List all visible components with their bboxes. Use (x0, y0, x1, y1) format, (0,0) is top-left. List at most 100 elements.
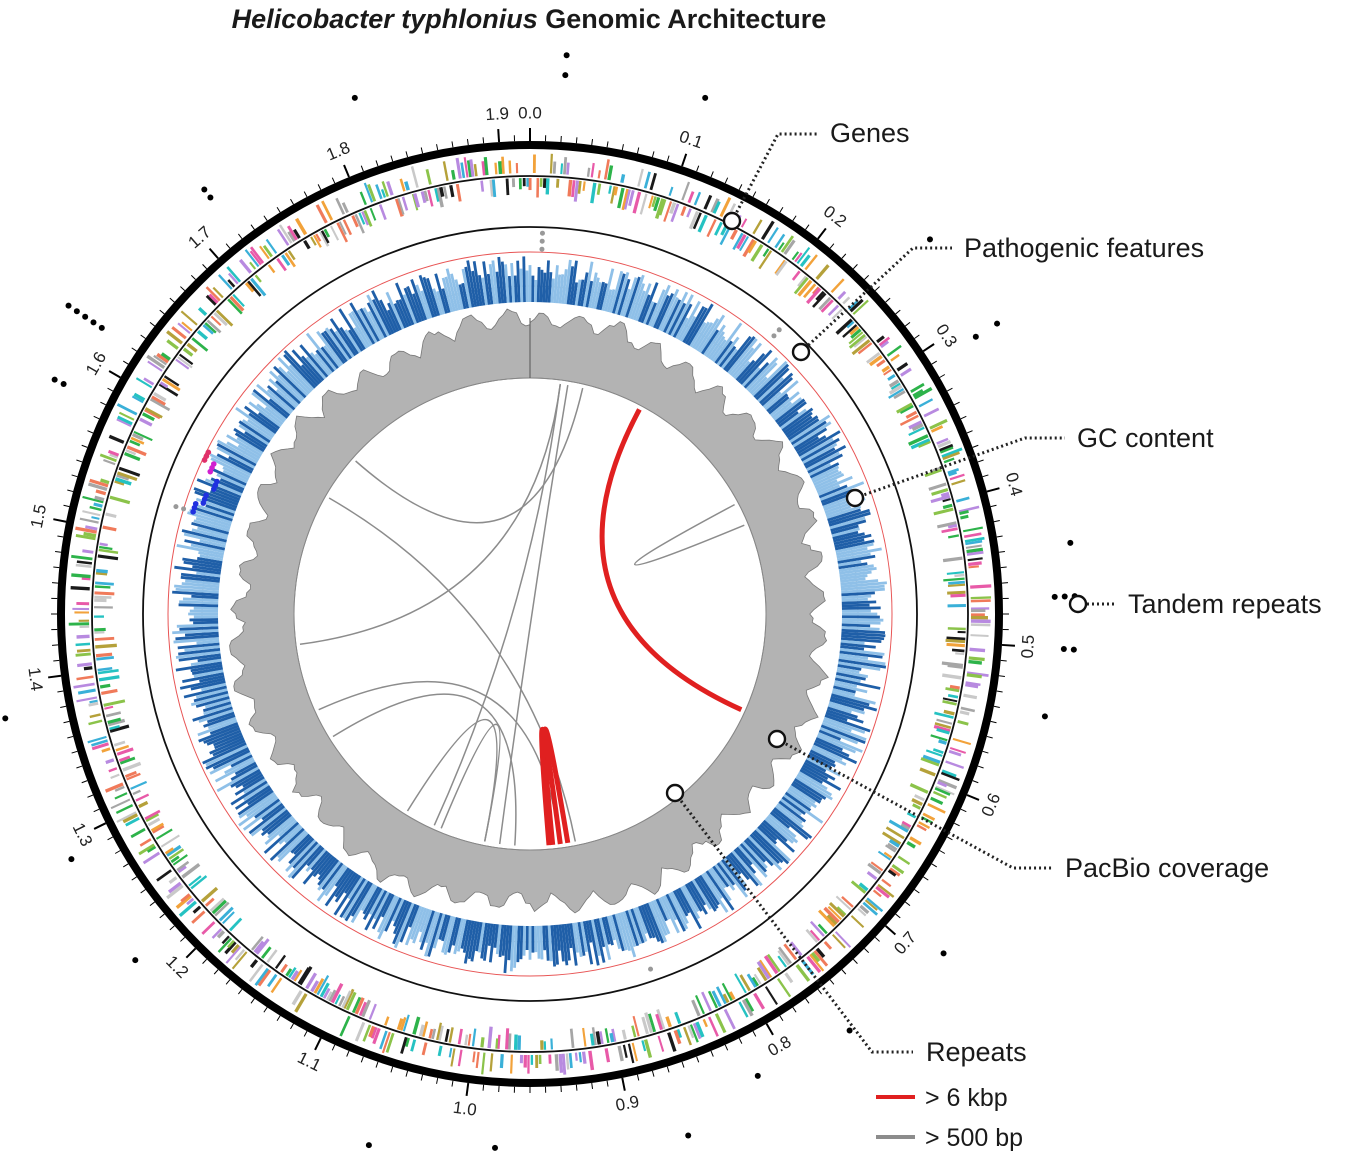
gene-mark (820, 299, 834, 313)
coverage-bar (823, 716, 866, 734)
gene-mark (438, 1025, 444, 1041)
coverage-bar (434, 273, 448, 314)
gene-mark (920, 757, 940, 767)
gene-mark (767, 227, 779, 244)
gene-mark (95, 581, 114, 586)
gene-mark (747, 240, 758, 254)
coverage-bar (463, 920, 475, 964)
tandem-repeat-dot (60, 381, 67, 388)
coverage-bar (445, 268, 459, 311)
coverage-bar (507, 276, 513, 303)
coverage-bar (174, 584, 220, 591)
gene-mark (942, 699, 957, 706)
minor-tick (360, 1056, 364, 1063)
gene-mark (99, 545, 113, 551)
gene-mark (338, 221, 347, 235)
coverage-bar (542, 272, 547, 303)
gene-mark (656, 1009, 666, 1030)
minor-tick (159, 309, 165, 315)
coverage-bar (705, 870, 735, 911)
coverage-bar (359, 308, 380, 342)
coverage-bar (503, 925, 510, 974)
gene-mark (75, 534, 96, 541)
coverage-bar (625, 910, 640, 947)
gene-mark (963, 693, 978, 700)
gene-mark (632, 1015, 640, 1037)
coverage-bar (839, 650, 883, 659)
gene-mark (947, 468, 960, 475)
coverage-bar (432, 913, 446, 949)
gene-mark (105, 711, 122, 718)
major-tick (108, 370, 121, 379)
callout-marker-gc (845, 488, 865, 508)
coverage-bar (680, 886, 700, 920)
coverage-bar (802, 442, 838, 464)
gene-mark (943, 457, 955, 464)
minor-tick (953, 401, 960, 406)
gene-mark (95, 489, 107, 496)
coverage-bar (572, 282, 578, 306)
gene-mark (345, 991, 357, 1011)
coverage-bar (203, 497, 237, 512)
gene-mark (249, 250, 262, 266)
coverage-bar (539, 925, 544, 960)
coverage-bar (593, 918, 606, 963)
coverage-bar (622, 277, 638, 317)
minor-tick (87, 794, 94, 798)
coverage-bar (377, 896, 400, 940)
coverage-bar (680, 315, 697, 342)
gene-mark (960, 514, 969, 520)
minor-tick (792, 1007, 797, 1013)
repeat-legend: > 6 kbp > 500 bp (876, 1084, 1023, 1152)
coverage-bar (796, 435, 827, 455)
coverage-bar (837, 664, 862, 671)
coverage-bar (687, 882, 708, 915)
coverage-bar (387, 302, 402, 331)
coverage-bar (841, 623, 871, 628)
gene-mark (251, 936, 264, 951)
minor-tick (864, 948, 870, 954)
gene-mark (870, 861, 884, 872)
gene-mark (93, 502, 103, 508)
minor-tick (960, 808, 967, 813)
gene-mark (812, 286, 820, 295)
gene-mark (170, 855, 180, 864)
scale-tick-label: 0.1 (677, 127, 705, 153)
gene-mark (859, 904, 870, 915)
gene-mark (224, 941, 237, 955)
gene-mark (881, 365, 891, 373)
coverage-bar (321, 862, 344, 891)
gene-mark (431, 1028, 437, 1040)
coverage-bar (194, 490, 238, 509)
repeat-links (299, 383, 745, 846)
minor-tick (904, 901, 911, 906)
coverage-bar (839, 653, 869, 660)
gene-mark (608, 185, 612, 194)
coverage-bar (238, 424, 270, 446)
coverage-bar (637, 905, 653, 939)
gene-mark (87, 735, 107, 744)
gene-mark (567, 179, 573, 197)
gene-mark (280, 963, 288, 974)
gene-mark (571, 180, 576, 198)
coverage-bar (839, 574, 868, 581)
gene-mark (554, 1054, 559, 1071)
minor-tick (107, 836, 114, 841)
gene-mark (881, 831, 902, 846)
minor-tick (666, 155, 670, 162)
gene-mark (939, 443, 954, 452)
gene-mark (499, 1054, 504, 1069)
gene-mark (186, 897, 195, 906)
minor-tick (420, 147, 424, 154)
gene-mark (789, 941, 803, 957)
gene-mark (878, 336, 891, 347)
gene-mark (351, 996, 362, 1014)
gene-mark (558, 1053, 564, 1073)
coverage-bar (350, 882, 373, 917)
gene-mark (99, 453, 117, 463)
coverage-bar (452, 917, 462, 946)
gene-mark (144, 809, 161, 820)
coverage-bar (829, 516, 866, 530)
major-tick (208, 247, 219, 260)
coverage-bar (813, 470, 842, 486)
